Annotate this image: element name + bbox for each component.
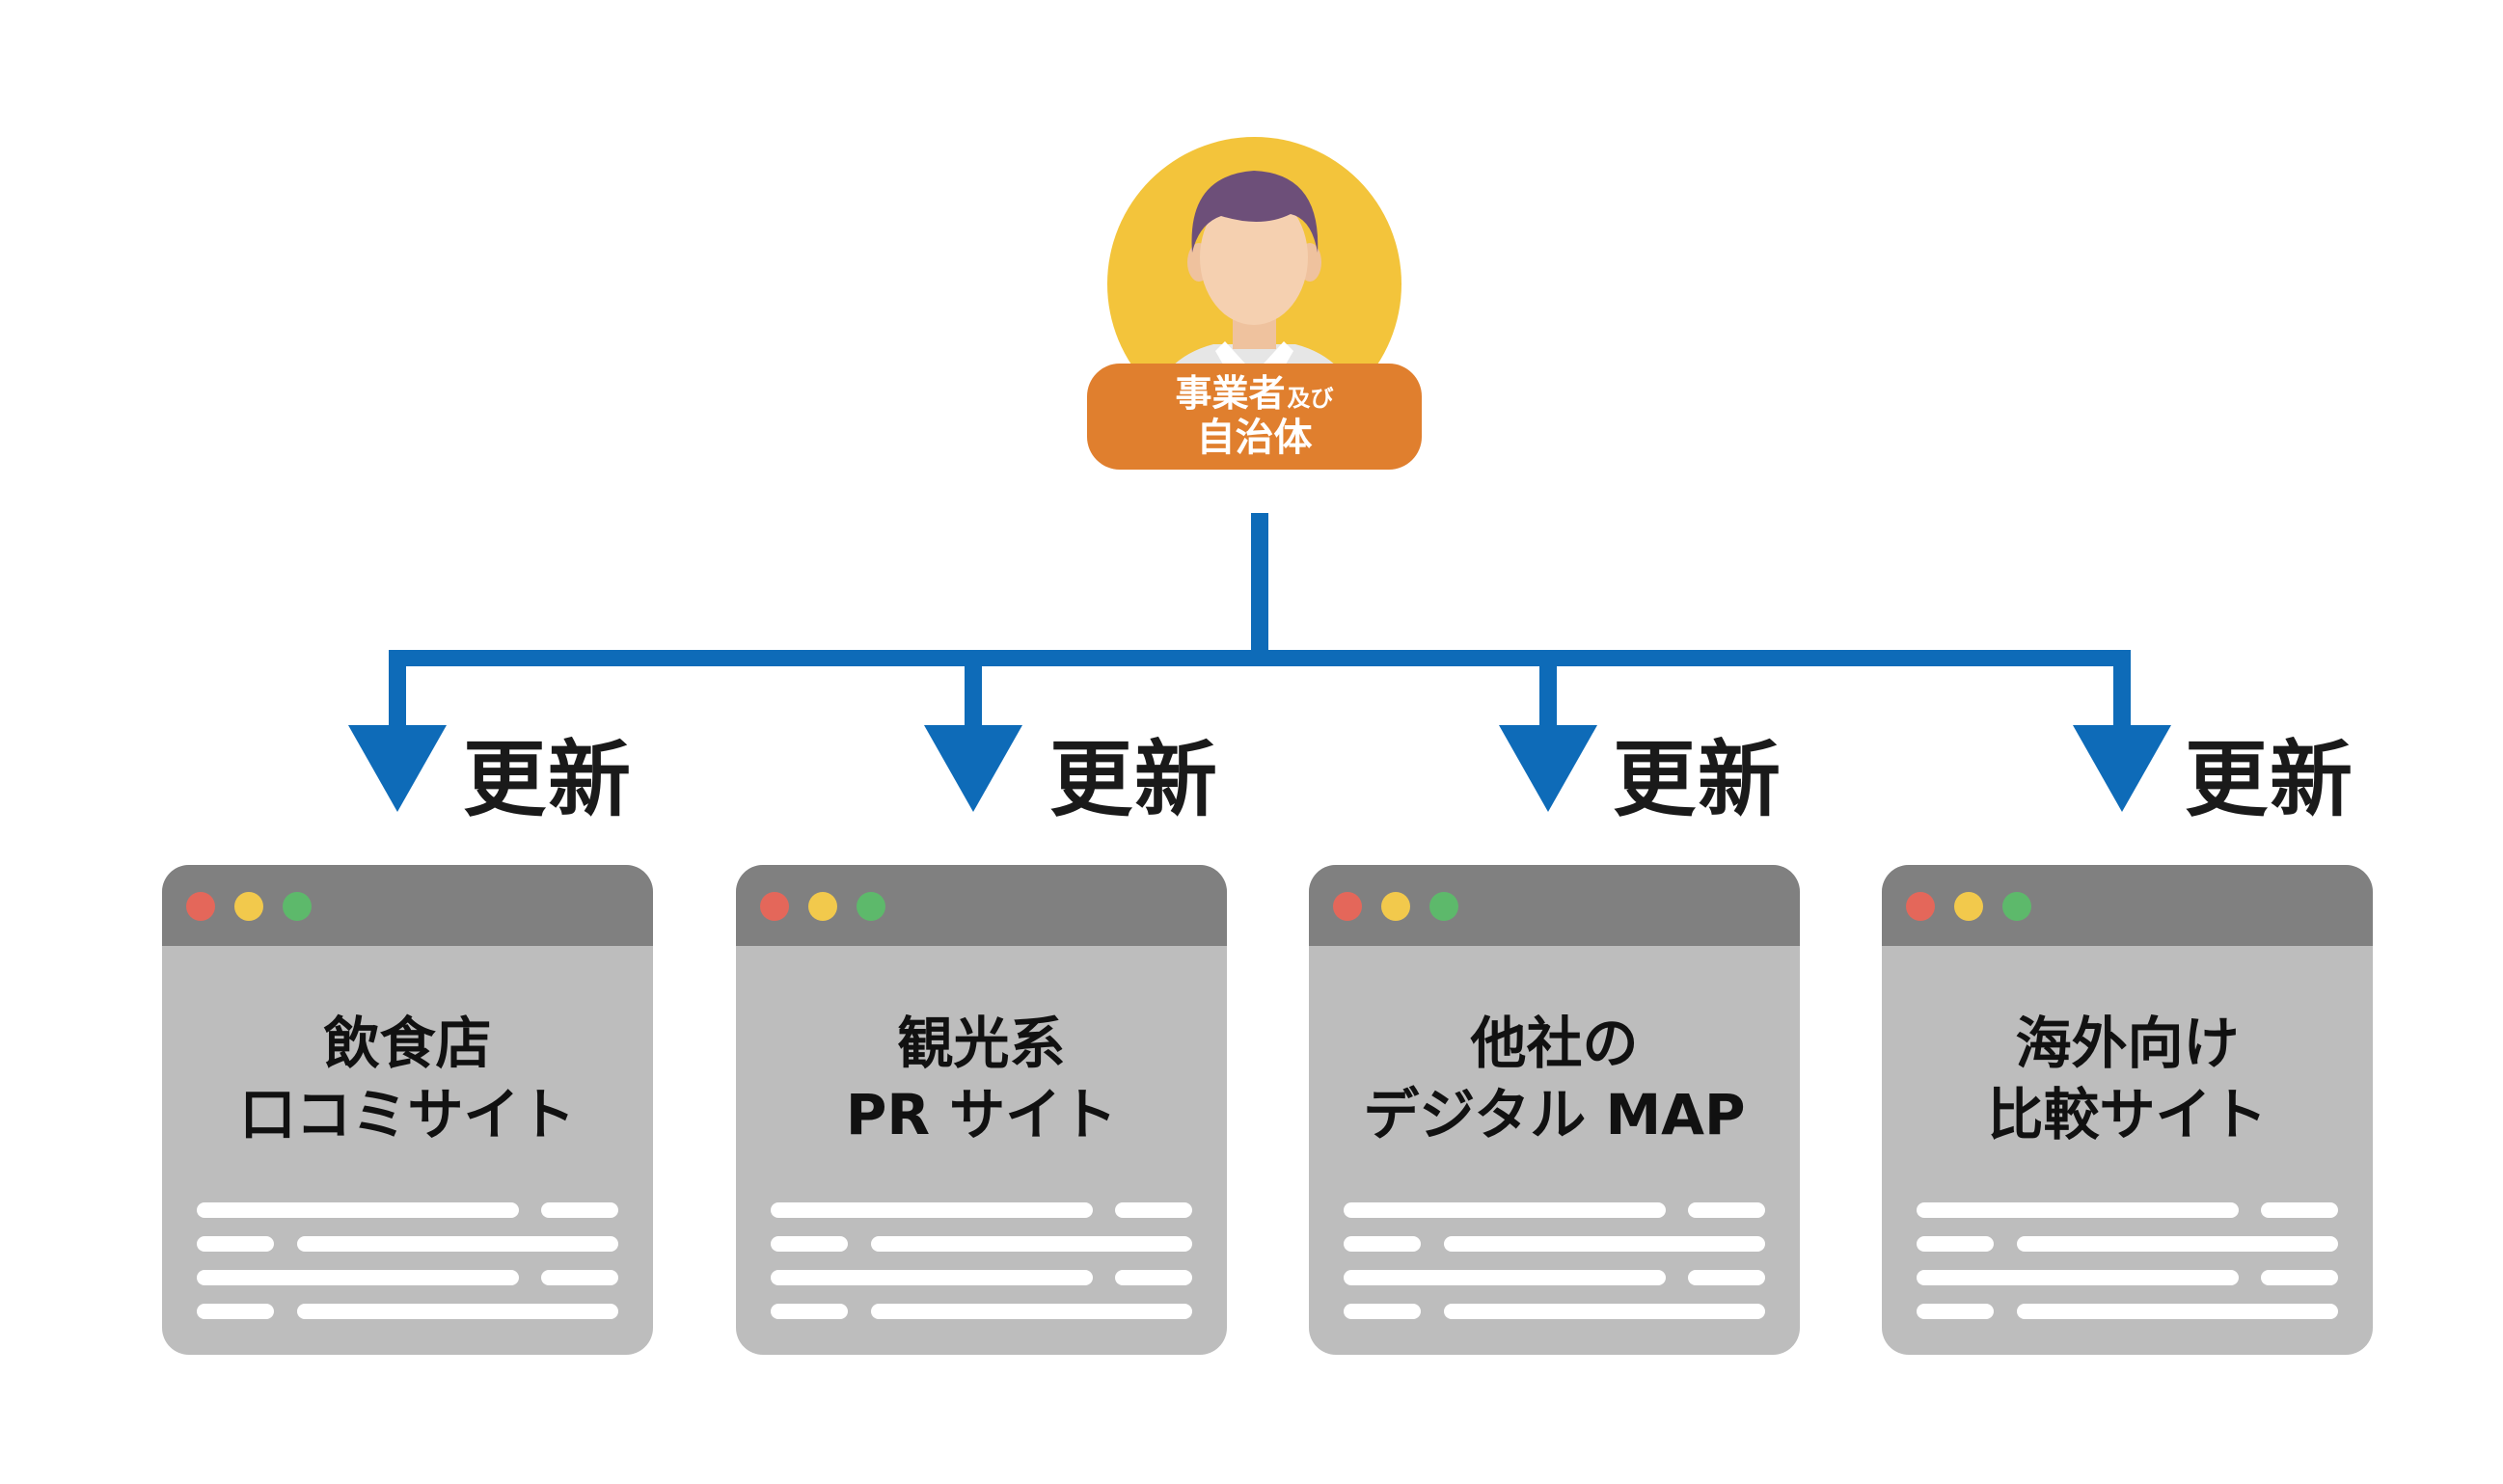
window-title-line1: 観光系 (897, 1011, 1066, 1076)
arrow-down-icon (1499, 725, 1597, 812)
placeholder-text-line (1917, 1236, 1994, 1252)
organization-label: 事業者及び 自治体 (1087, 364, 1422, 470)
placeholder-text-line (771, 1202, 1093, 1218)
placeholder-text-line (297, 1304, 618, 1319)
window-title: 飲食店 口コミサイト (162, 1008, 653, 1150)
arrow-down-icon (348, 725, 447, 812)
minimize-dot-icon (808, 892, 837, 921)
window-title-line2: 口コミサイト (239, 1082, 576, 1147)
placeholder-text-line (1917, 1304, 1994, 1319)
placeholder-text-line (197, 1202, 519, 1218)
placeholder-text-line (1917, 1270, 2239, 1285)
window-title-line2: 比較サイト (1987, 1082, 2268, 1147)
placeholder-text-line (771, 1236, 848, 1252)
placeholder-text-line (1688, 1270, 1765, 1285)
update-label: 更新 (463, 732, 633, 828)
placeholder-text-line (197, 1270, 519, 1285)
update-label: 更新 (1049, 732, 1219, 828)
minimize-dot-icon (1954, 892, 1983, 921)
update-label: 更新 (2185, 732, 2354, 828)
placeholder-text-line (871, 1304, 1192, 1319)
browser-window-tourism-pr: 観光系 PR サイト (736, 865, 1227, 1355)
placeholder-text-line (1344, 1304, 1421, 1319)
window-title-line1: 海外向け (2015, 1011, 2240, 1076)
org-label-small: 及び (1287, 385, 1334, 413)
window-title: 他社の デジタル MAP (1309, 1008, 1800, 1150)
placeholder-text-line (1444, 1304, 1765, 1319)
close-dot-icon (1906, 892, 1935, 921)
org-label-line1: 事業者 (1175, 372, 1286, 416)
window-titlebar (1309, 865, 1800, 946)
window-title-line2: デジタル MAP (1363, 1082, 1746, 1147)
placeholder-text-line (2261, 1270, 2338, 1285)
browser-window-restaurant-reviews: 飲食店 口コミサイト (162, 865, 653, 1355)
placeholder-text-line (1688, 1202, 1765, 1218)
org-label-line2: 自治体 (1196, 415, 1313, 460)
maximize-dot-icon (857, 892, 885, 921)
placeholder-text-line (297, 1236, 618, 1252)
browser-window-digital-map: 他社の デジタル MAP (1309, 865, 1800, 1355)
placeholder-text-line (2017, 1236, 2338, 1252)
minimize-dot-icon (1381, 892, 1410, 921)
maximize-dot-icon (2002, 892, 2031, 921)
maximize-dot-icon (1429, 892, 1458, 921)
window-title-line1: 他社の (1470, 1011, 1639, 1076)
placeholder-text-line (1115, 1270, 1192, 1285)
close-dot-icon (186, 892, 215, 921)
window-title: 観光系 PR サイト (736, 1008, 1227, 1150)
placeholder-text-line (541, 1202, 618, 1218)
placeholder-text-line (197, 1304, 274, 1319)
placeholder-text-line (871, 1236, 1192, 1252)
placeholder-text-line (1444, 1236, 1765, 1252)
update-label: 更新 (1613, 732, 1782, 828)
placeholder-text-line (2261, 1202, 2338, 1218)
placeholder-text-line (771, 1270, 1093, 1285)
window-title-line1: 飲食店 (323, 1011, 492, 1076)
placeholder-text-line (1344, 1270, 1666, 1285)
window-title-line2: PR サイト (845, 1082, 1118, 1147)
window-title: 海外向け 比較サイト (1882, 1008, 2373, 1150)
placeholder-text-line (771, 1304, 848, 1319)
placeholder-text-line (1344, 1236, 1421, 1252)
close-dot-icon (760, 892, 789, 921)
arrow-down-icon (924, 725, 1022, 812)
placeholder-text-line (541, 1270, 618, 1285)
window-titlebar (1882, 865, 2373, 946)
placeholder-text-line (1344, 1202, 1666, 1218)
minimize-dot-icon (234, 892, 263, 921)
browser-window-overseas-comparison: 海外向け 比較サイト (1882, 865, 2373, 1355)
window-titlebar (162, 865, 653, 946)
close-dot-icon (1333, 892, 1362, 921)
placeholder-text-line (1917, 1202, 2239, 1218)
placeholder-text-line (2017, 1304, 2338, 1319)
placeholder-text-line (1115, 1202, 1192, 1218)
placeholder-text-line (197, 1236, 274, 1252)
window-titlebar (736, 865, 1227, 946)
arrow-down-icon (2073, 725, 2171, 812)
maximize-dot-icon (283, 892, 312, 921)
